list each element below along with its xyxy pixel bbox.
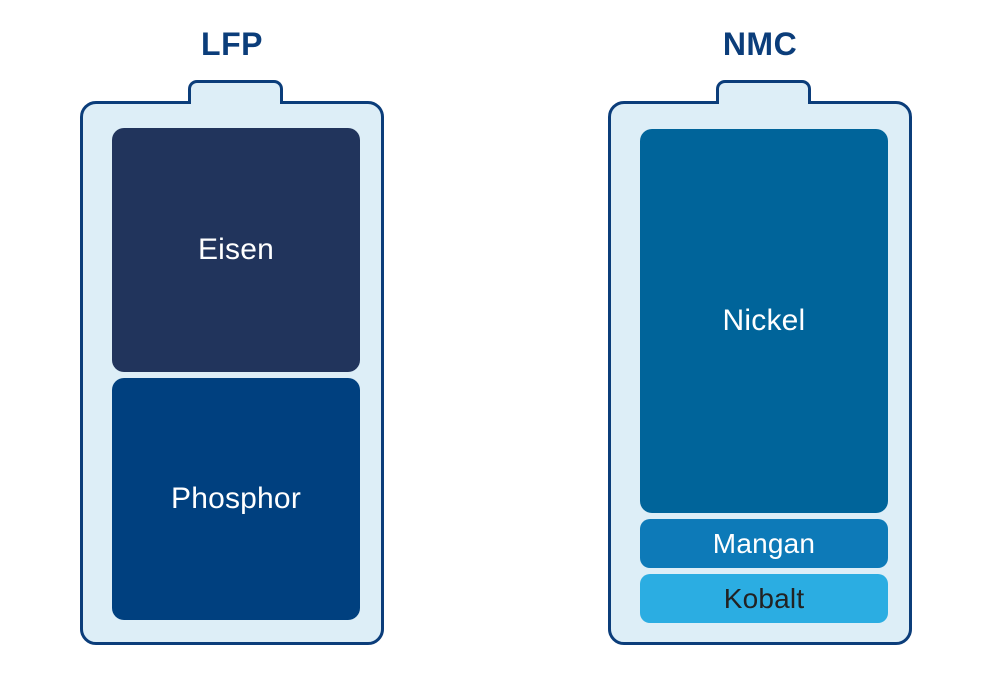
battery-nmc-segment-stack: Nickel Mangan Kobalt: [640, 129, 888, 623]
battery-lfp-terminal-joint: [191, 101, 280, 107]
battery-nmc-title: NMC: [722, 26, 798, 62]
battery-lfp-segment-phosphor-label: Phosphor: [170, 482, 302, 515]
battery-lfp-segment-eisen-label: Eisen: [197, 233, 275, 266]
battery-nmc-segment-mangan-label: Mangan: [712, 527, 816, 559]
battery-nmc-segment-kobalt-label: Kobalt: [723, 582, 805, 614]
battery-nmc-segment-kobalt[interactable]: Kobalt: [640, 574, 888, 623]
battery-lfp-segment-eisen[interactable]: Eisen: [112, 128, 360, 372]
battery-lfp-segment-stack: Eisen Phosphor: [112, 128, 360, 620]
battery-nmc-segment-mangan[interactable]: Mangan: [640, 519, 888, 568]
battery-nmc-terminal-joint: [719, 101, 808, 107]
battery-lfp-segment-phosphor[interactable]: Phosphor: [112, 378, 360, 620]
battery-nmc-segment-nickel-label: Nickel: [722, 304, 806, 337]
battery-lfp: LFP Eisen Phosphor: [80, 0, 384, 695]
battery-lfp-title: LFP: [201, 26, 263, 62]
battery-nmc-segment-nickel[interactable]: Nickel: [640, 129, 888, 513]
battery-nmc: NMC Nickel Mangan Kobalt: [608, 0, 912, 695]
